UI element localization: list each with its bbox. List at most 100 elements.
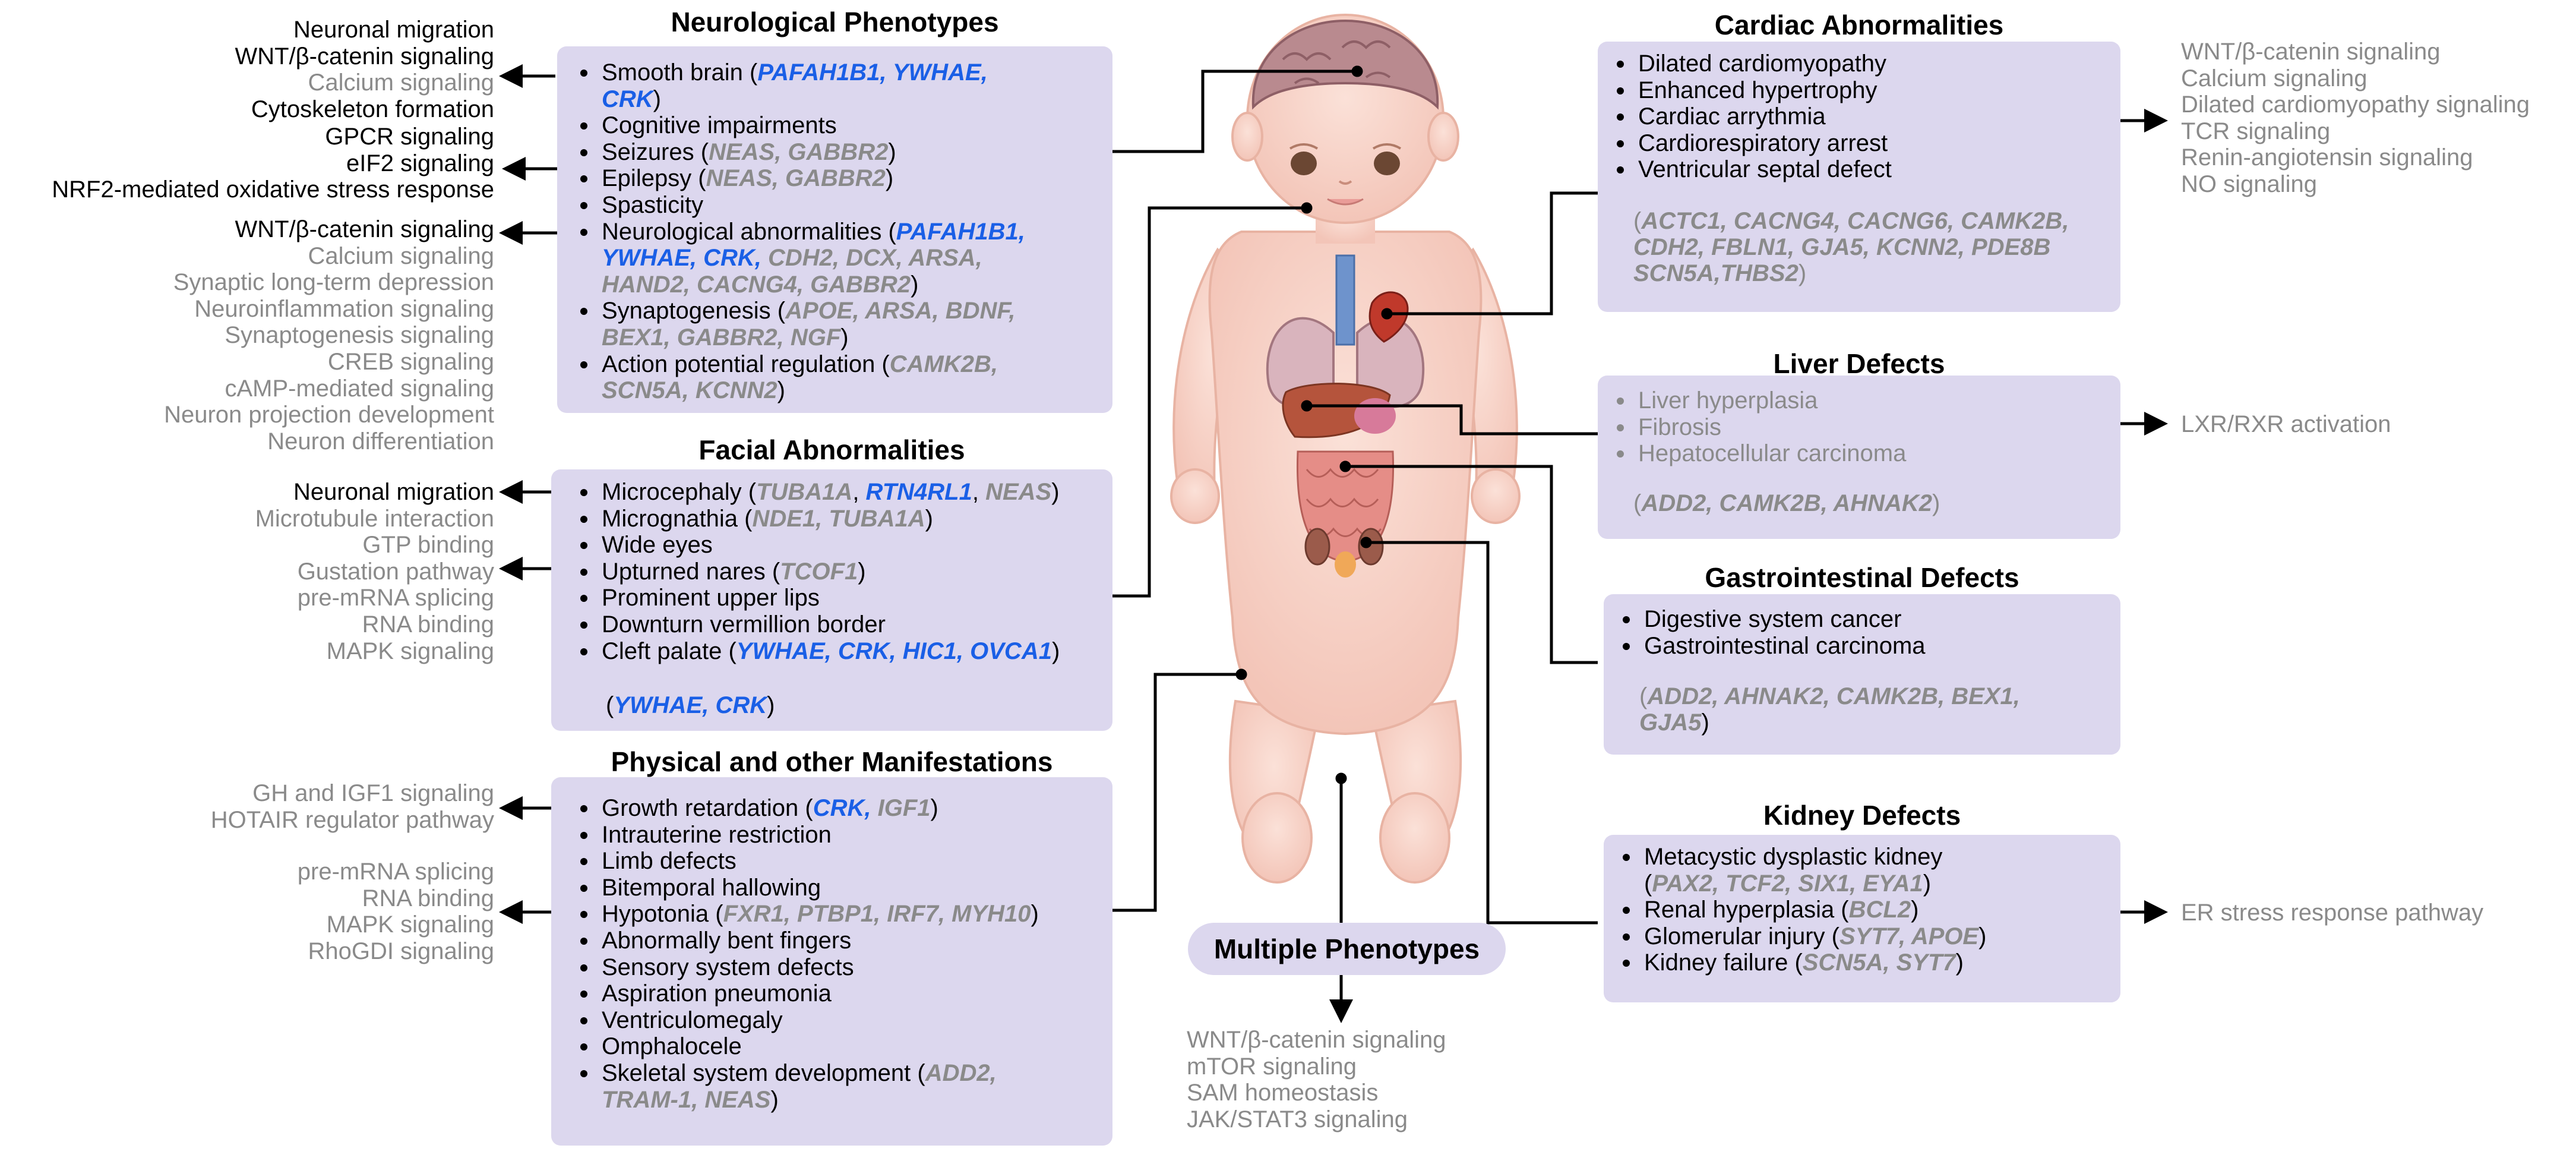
phenotype-item: Ventriculomegaly xyxy=(579,1007,1102,1034)
cardiac-genes: (ACTC1, CACNG4, CACNG6, CAMK2B,CDH2, FBL… xyxy=(1633,208,2069,286)
pathway-item: eIF2 signaling xyxy=(346,150,494,176)
gene-token: SCN5A,THBS2 xyxy=(1633,260,1799,286)
pathway-item: mTOR signaling xyxy=(1187,1053,1357,1080)
gene-token: PAFAH1B1, xyxy=(896,218,1025,245)
physical-phenotype-list: Growth retardation (CRK, IGF1)Intrauteri… xyxy=(579,795,1102,1113)
phenotype-item: Omphalocele xyxy=(579,1033,1102,1060)
pathway-item: TCR signaling xyxy=(2181,118,2331,144)
phenotype-item: Action potential regulation (CAMK2B,SCN5… xyxy=(579,351,1102,404)
pathway-item: Neuron differentiation xyxy=(267,428,494,455)
phenotype-item: Enhanced hypertrophy xyxy=(1616,77,2031,104)
phenotype-item: Smooth brain (PAFAH1B1, YWHAE,CRK) xyxy=(579,59,1102,112)
gene-token: CRK xyxy=(602,86,653,112)
pathway-item: RNA binding xyxy=(362,611,494,638)
pathway-item: Calcium signaling xyxy=(308,70,494,96)
pathway-item: Microtubule interaction xyxy=(255,505,494,532)
liver-pathway: LXR/RXR activation xyxy=(2181,411,2391,437)
pathway-item: WNT/β-catenin signaling xyxy=(2181,39,2441,65)
pathway-item: Neuronal migration xyxy=(293,17,494,43)
pathway-item: Calcium signaling xyxy=(2181,65,2368,92)
pathway-item: pre-mRNA splicing xyxy=(297,585,494,611)
phenotype-item: Kidney failure (SCN5A, SYT7) xyxy=(1622,950,2037,976)
gene-token: YWHAE, CRK, HIC1, OVCA1 xyxy=(736,638,1052,664)
pathway-item: HOTAIR regulator pathway xyxy=(210,806,494,833)
phenotype-item: Abnormally bent fingers xyxy=(579,928,1102,954)
pathway-item: GTP binding xyxy=(362,532,494,559)
phenotype-item: Glomerular injury (SYT7, APOE) xyxy=(1622,923,2037,950)
gene-token: NEAS, GABBR2 xyxy=(706,165,886,192)
facial-title: Facial Abnormalities xyxy=(698,434,965,465)
kidney-panel xyxy=(1604,835,2120,1002)
gene-token: SCN5A, KCNN2 xyxy=(602,377,777,404)
phenotype-item: Neurological abnormalities (PAFAH1B1,YWH… xyxy=(579,219,1102,298)
pathway-item: Synaptic long-term depression xyxy=(173,269,494,296)
phenotype-item: Cleft palate (YWHAE, CRK, HIC1, OVCA1) xyxy=(579,638,1102,665)
facial-extra-genes: (YWHAE, CRK) xyxy=(606,692,775,718)
gene-token: TRAM-1, NEAS xyxy=(602,1086,771,1113)
pathway-item: CREB signaling xyxy=(327,348,494,375)
pathway-item: MAPK signaling xyxy=(326,911,494,938)
gene-token: ADD2, xyxy=(925,1059,997,1086)
phenotype-item: Seizures (NEAS, GABBR2) xyxy=(579,139,1102,166)
pathway-item: Neuronal migration xyxy=(293,479,494,505)
pathway-item: Gustation pathway xyxy=(297,558,494,585)
phenotype-item: Synaptogenesis (APOE, ARSA, BDNF,BEX1, G… xyxy=(579,298,1102,351)
gene-token: CRK, xyxy=(813,795,878,821)
phenotype-item: Metacystic dysplastic kidney(PAX2, TCF2,… xyxy=(1622,844,2037,897)
phenotype-item: Liver hyperplasia xyxy=(1616,387,2031,414)
pathway-item: SAM homeostasis xyxy=(1187,1080,1379,1106)
phenotype-item: Prominent upper lips xyxy=(579,585,1102,611)
pathway-item: Synaptogenesis signaling xyxy=(225,322,494,349)
phenotype-item: Cardiorespiratory arrest xyxy=(1616,130,2031,157)
physical-panel xyxy=(551,777,1112,1146)
kidney-pathway: ER stress response pathway xyxy=(2181,900,2484,926)
gene-token: , xyxy=(852,479,866,505)
pathway-item: Renin-angiotensin signaling xyxy=(2181,144,2473,171)
pathway-item: RNA binding xyxy=(362,885,494,911)
phenotype-item: Cardiac arrythmia xyxy=(1616,103,2031,130)
phenotype-item: Sensory system defects xyxy=(579,954,1102,981)
pathway-item: NO signaling xyxy=(2181,171,2318,197)
gene-token: ACTC1, CACNG4, CACNG6, CAMK2B, xyxy=(1641,208,2069,234)
pathway-item: Neuron projection development xyxy=(164,402,494,428)
gene-token: GJA5 xyxy=(1639,709,1702,736)
gene-token: HAND2, CACNG4, GABBR2 xyxy=(602,271,911,298)
gene-token: YWHAE, CRK, xyxy=(602,245,768,272)
phenotype-item: Growth retardation (CRK, IGF1) xyxy=(579,795,1102,822)
liver-genes: (ADD2, CAMK2B, AHNAK2) xyxy=(1633,490,1940,516)
connector-lines xyxy=(1112,65,1598,1023)
phenotype-item: Hepatocellular carcinoma xyxy=(1616,440,2031,467)
pathway-item: GPCR signaling xyxy=(325,124,494,150)
neuro-panel xyxy=(557,46,1112,413)
pathway-item: Neuroinflammation signaling xyxy=(194,295,494,322)
cardiac-panel xyxy=(1598,42,2120,312)
kidney-title: Kidney Defects xyxy=(1763,800,1961,831)
phenotype-item: Microcephaly (TUBA1A, RTN4RL1, NEAS) xyxy=(579,479,1102,506)
phenotype-item: Cognitive impairments xyxy=(579,112,1102,139)
gene-token: TUBA1A xyxy=(756,479,853,505)
physical-title: Physical and other Manifestations xyxy=(611,746,1053,777)
phenotype-item: Upturned nares (TCOF1) xyxy=(579,559,1102,585)
gene-token: CDH2, DCX, ARSA, xyxy=(768,245,982,272)
gene-token: APOE, ARSA, BDNF, xyxy=(785,298,1016,324)
gi-title: Gastrointestinal Defects xyxy=(1705,562,2019,593)
gene-token: BEX1, GABBR2, NGF xyxy=(602,324,841,351)
phenotype-item: Digestive system cancer xyxy=(1622,606,2037,633)
phenotype-item: Skeletal system development (ADD2,TRAM-1… xyxy=(579,1060,1102,1113)
multiple-phenotypes-label: Multiple Phenotypes xyxy=(1188,923,1506,975)
phenotype-item: Fibrosis xyxy=(1616,414,2031,441)
phenotype-item: Micrognathia (NDE1, TUBA1A) xyxy=(579,506,1102,532)
cardiac-title: Cardiac Abnormalities xyxy=(1714,10,2004,40)
facial-panel xyxy=(551,469,1112,731)
pathway-item: RhoGDI signaling xyxy=(308,938,495,964)
kidney-phenotype-list: Metacystic dysplastic kidney(PAX2, TCF2,… xyxy=(1622,844,2037,976)
baby-illustration xyxy=(1170,14,1521,884)
